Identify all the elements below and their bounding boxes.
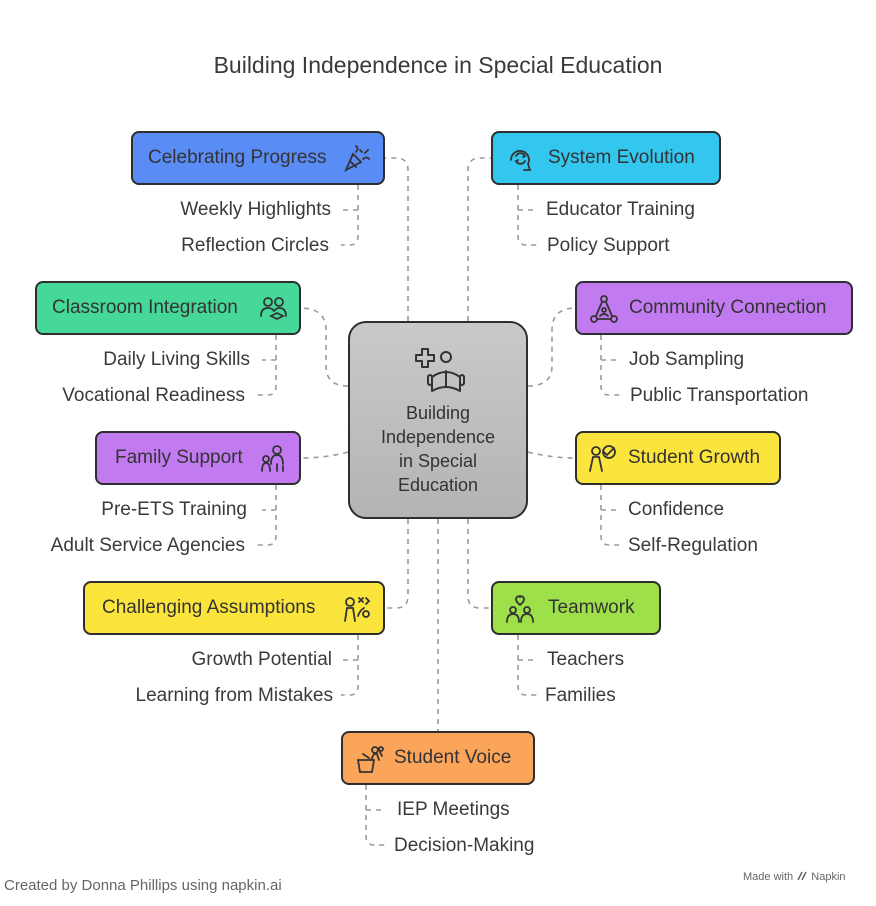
central-label-line: Independence [380,427,496,447]
subtopic: IEP Meetings [397,799,510,820]
topic-student-voice: Student Voice [341,731,535,785]
author-credit: Created by Donna Phillips using napkin.a… [4,877,282,894]
made-with-napkin: Made with Napkin [743,871,846,883]
topic-teamwork: Teamwork [491,581,661,635]
subtopic: Growth Potential [191,649,332,670]
subtopic: Decision-Making [394,835,535,856]
subtopic: Educator Training [546,199,695,220]
central-topic: Building Independence in Special Educati… [348,321,528,519]
topic-student-growth: Student Growth [575,431,781,485]
topic-label: Challenging Assumptions [102,597,316,618]
topic-label: Community Connection [629,297,827,318]
napkin-logo-icon [797,871,807,881]
topic-label: Celebrating Progress [148,147,327,168]
students-group-icon [260,297,287,321]
topic-family-support: Family Support [95,431,301,485]
subtopic: Weekly Highlights [180,199,331,220]
central-topic-label: Building Independence in Special Educati… [350,401,526,497]
topic-label: Family Support [115,447,243,468]
central-label-line: Building [405,403,471,423]
diagram-title: Building Independence in Special Educati… [213,52,663,78]
napkin-brand: Napkin [811,871,846,883]
head-cycle-icon [510,149,532,171]
subtopic: Daily Living Skills [103,349,250,370]
central-label-line: in Special [398,451,478,471]
network-person-icon [590,295,618,323]
topic-celebrating-progress: Celebrating Progress [131,131,385,185]
topic-label: Classroom Integration [52,297,238,318]
topic-community-connection: Community Connection [575,281,853,335]
learner-book-icon [415,348,465,392]
team-heart-icon [506,595,534,623]
subtopic: Learning from Mistakes [135,685,333,706]
subtopic: Job Sampling [629,349,745,370]
subtopic: Policy Support [547,235,670,256]
topic-label: Student Voice [394,747,512,768]
podium-speaker-icon [356,746,384,773]
topic-label: Student Growth [628,447,761,468]
central-label-line: Education [397,475,479,495]
subtopic: Reflection Circles [181,235,329,256]
subtopic: Vocational Readiness [62,385,245,406]
topic-label: System Evolution [548,147,695,168]
family-icon [261,445,284,472]
topic-system-evolution: System Evolution [491,131,721,185]
topic-label: Teamwork [548,597,635,618]
party-popper-icon [344,145,370,173]
topic-challenging-assumptions: Challenging Assumptions [83,581,385,635]
subtopic: Adult Service Agencies [50,535,245,556]
person-check-icon [589,445,616,472]
topic-classroom-integration: Classroom Integration [35,281,301,335]
subtopic: Public Transportation [630,385,809,406]
subtopic: Teachers [547,649,625,670]
made-with-text: Made with [743,871,794,883]
subtopic: Families [545,685,616,706]
subtopic: Pre-ETS Training [101,499,247,520]
person-strategy-icon [344,597,371,622]
subtopic: Confidence [628,499,725,520]
subtopic: Self-Regulation [628,535,758,556]
